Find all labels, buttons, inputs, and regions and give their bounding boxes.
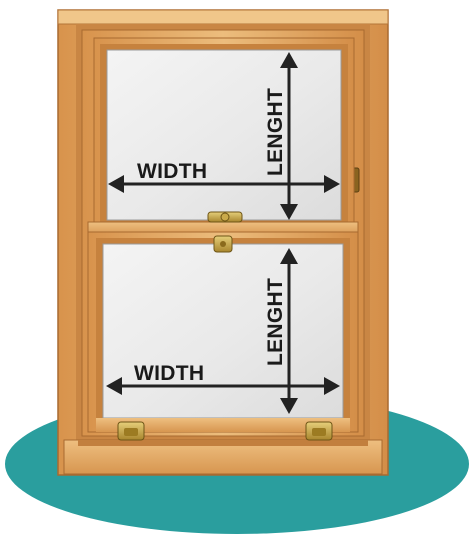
upper-length-label: LENGHT — [264, 88, 287, 176]
lower-width-arrow — [106, 377, 340, 395]
lower-width-label: WIDTH — [134, 362, 204, 385]
upper-width-label: WIDTH — [137, 160, 207, 183]
upper-glass-pane — [106, 49, 342, 221]
lower-length-arrow — [280, 248, 298, 414]
upper-width-arrow — [108, 175, 340, 193]
lower-glass-pane — [102, 243, 344, 419]
upper-length-arrow — [280, 52, 298, 220]
lower-sash — [87, 231, 359, 433]
sash-lift-icon — [117, 421, 333, 441]
lower-length-label: LENGHT — [264, 278, 287, 366]
upper-sash — [93, 37, 355, 229]
sash-lock-icon — [207, 211, 243, 253]
